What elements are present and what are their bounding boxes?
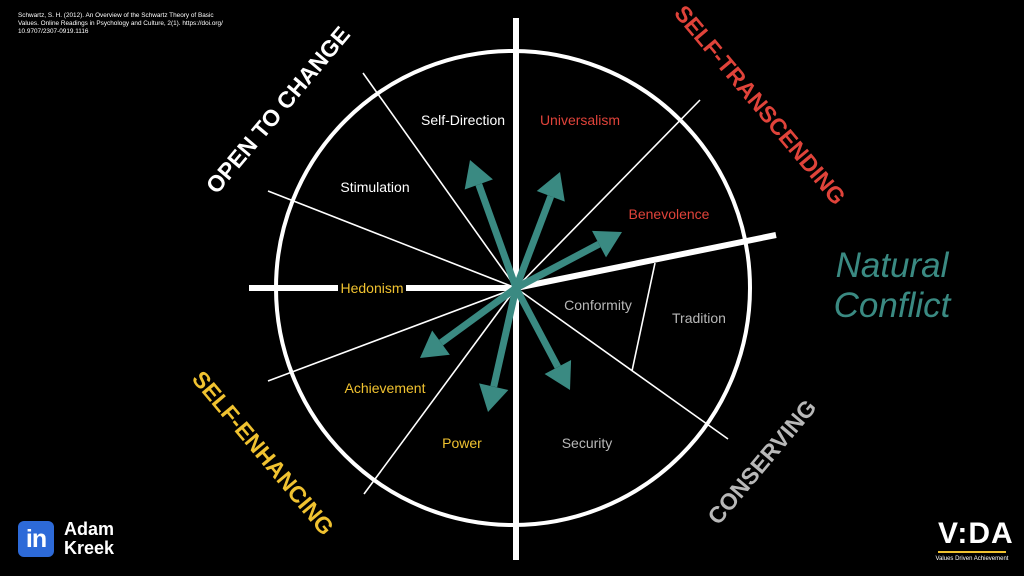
- label-security: Security: [562, 435, 613, 451]
- label-benevolence: Benevolence: [629, 206, 710, 222]
- natural-conflict-line-1: Natural: [835, 246, 949, 285]
- arrow-achievement-shaft: [438, 285, 519, 346]
- author-first-name: Adam: [64, 519, 115, 539]
- quadrant-self-enhancing: SELF-ENHANCING: [187, 366, 339, 540]
- label-self-direction: Self-Direction: [421, 112, 505, 128]
- label-tradition: Tradition: [672, 310, 726, 326]
- arrow-self-direction-shaft: [475, 183, 520, 290]
- divider-universalism-benevolence: [515, 99, 701, 289]
- divider-hedonism-achievement: [267, 287, 517, 382]
- quadrant-self-transcending: SELF-TRANSCENDING: [669, 0, 851, 210]
- label-conformity: Conformity: [564, 297, 632, 313]
- arrow-security-head: [544, 360, 572, 390]
- arrow-universalism-shaft: [512, 195, 555, 290]
- divider-selfdirection-stimulation: [362, 72, 517, 289]
- vida-logo-underline: [938, 551, 1006, 553]
- hedonism-label-backdrop: [338, 278, 406, 299]
- author-last-name: Kreek: [64, 538, 115, 558]
- citation-line-3: 10.9707/2307-0919.1116: [18, 28, 89, 35]
- conflict-axis-right: [515, 232, 777, 291]
- conflict-arrows: [420, 160, 622, 412]
- natural-conflict-line-2: Conflict: [833, 286, 951, 325]
- divider-stimulation-hedonism: [267, 190, 517, 289]
- arrow-achievement-head: [420, 330, 450, 358]
- arrow-universalism-head: [536, 172, 565, 202]
- arrow-power-shaft: [490, 287, 520, 388]
- vida-tagline: Values Driven Achievement: [935, 556, 1009, 562]
- divider-achievement-power: [363, 287, 517, 495]
- arrow-self-direction-head: [464, 160, 493, 190]
- divider-conformity-security: [515, 287, 729, 440]
- quadrant-open-to-change: OPEN TO CHANGE: [201, 21, 355, 198]
- arrow-security-shaft: [512, 286, 561, 369]
- linkedin-icon[interactable]: in: [18, 521, 54, 557]
- label-stimulation: Stimulation: [340, 179, 409, 195]
- citation-line-1: Schwartz, S. H. (2012). An Overview of t…: [18, 12, 214, 19]
- label-universalism: Universalism: [540, 112, 620, 128]
- arrow-benevolence-head: [592, 230, 622, 258]
- arrow-benevolence-shaft: [514, 241, 601, 292]
- label-achievement: Achievement: [345, 380, 426, 396]
- arrow-power-head: [479, 383, 509, 412]
- citation-text: Schwartz, S. H. (2012). An Overview of t…: [18, 12, 238, 36]
- citation-line-2: Values. Online Readings in Psychology an…: [18, 20, 223, 27]
- author-name: Adam Kreek: [64, 520, 114, 558]
- divider-conformity-tradition: [631, 262, 656, 372]
- quadrant-conserving: CONSERVING: [702, 394, 821, 529]
- label-power: Power: [442, 435, 482, 451]
- vida-logo: V:DA: [938, 517, 1014, 550]
- natural-conflict-label: Natural Conflict: [822, 246, 962, 326]
- label-hedonism: Hedonism: [340, 280, 403, 296]
